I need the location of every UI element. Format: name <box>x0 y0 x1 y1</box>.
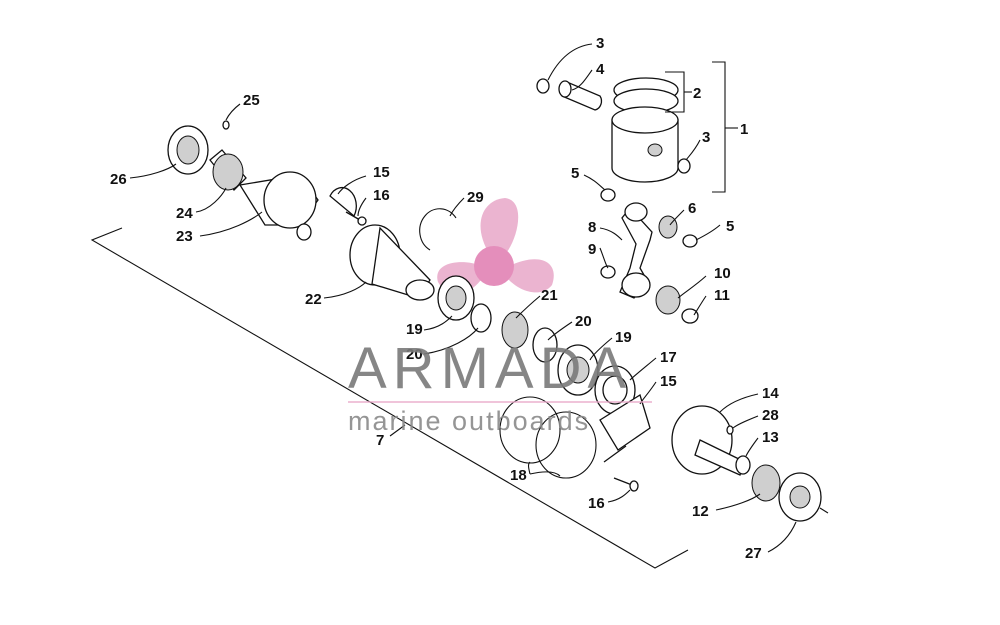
callout-16: 16 <box>373 187 390 204</box>
callout-28: 28 <box>762 407 779 424</box>
callout-5: 5 <box>726 218 734 235</box>
callout-12: 12 <box>692 503 709 520</box>
callouts: 3 4 2 1 3 5 6 5 8 9 10 11 25 26 24 23 15… <box>110 35 779 562</box>
dowel-pin-28 <box>726 425 734 435</box>
big-end-bearing <box>655 285 681 315</box>
washer-20-right <box>532 327 558 363</box>
brand-tagline: marine outboards <box>348 406 590 436</box>
leader-lines <box>129 43 797 553</box>
washer-lower-right <box>681 308 699 324</box>
callout-2: 2 <box>693 85 701 102</box>
callout-21: 21 <box>541 287 558 304</box>
crank-bearing-left <box>329 187 357 218</box>
piston-assembly <box>536 61 738 193</box>
circlip-top <box>536 78 550 94</box>
labyrinth-seal <box>501 311 529 349</box>
thrust-washer-right <box>682 234 698 248</box>
brand-watermark: ARMADA marine outboards <box>348 336 652 436</box>
right-crankshaft-half <box>599 393 829 522</box>
dowel-pin-left <box>222 120 230 130</box>
callout-29: 29 <box>467 189 484 206</box>
brand-name: ARMADA <box>348 336 632 401</box>
callout-19: 19 <box>615 329 632 346</box>
callout-17: 17 <box>660 349 677 366</box>
callout-3: 3 <box>596 35 604 52</box>
retaining-ring-29 <box>419 208 457 251</box>
callout-7: 7 <box>376 432 384 449</box>
thrust-washer-upper <box>600 188 616 202</box>
retaining-rings-18 <box>499 396 597 479</box>
crank-bearing-right <box>599 393 651 451</box>
callout-18: 18 <box>510 467 527 484</box>
callout-22: 22 <box>305 291 322 308</box>
crank-pin-22 <box>405 279 435 301</box>
callout-8: 8 <box>588 219 596 236</box>
callout-24: 24 <box>176 205 193 222</box>
callout-15: 15 <box>660 373 677 390</box>
callout-9: 9 <box>588 241 596 258</box>
callout-3: 3 <box>702 129 710 146</box>
assembly-7-bracket <box>90 227 689 569</box>
circlip-side <box>677 158 691 174</box>
callout-5: 5 <box>571 165 579 182</box>
washer-lower-left <box>600 265 616 279</box>
connecting-rod-group <box>600 188 699 324</box>
callout-25: 25 <box>243 92 260 109</box>
piston <box>611 119 679 183</box>
callout-20: 20 <box>575 313 592 330</box>
callout-26: 26 <box>110 171 127 188</box>
callout-10: 10 <box>714 265 731 282</box>
washer-20-left <box>470 303 492 333</box>
screw-right-line <box>603 445 627 463</box>
callout-6: 6 <box>688 200 696 217</box>
snap-ring-13 <box>735 455 751 475</box>
callout-20: 20 <box>406 346 423 363</box>
left-crankshaft-half <box>167 120 367 241</box>
callout-1: 1 <box>740 121 748 138</box>
callout-11: 11 <box>714 287 730 304</box>
screw-right <box>613 477 633 486</box>
callout-16: 16 <box>588 495 605 512</box>
screw-left <box>345 211 361 221</box>
bearing-12 <box>751 464 781 502</box>
callout-27: 27 <box>745 545 762 562</box>
middle-crankshaft <box>349 208 636 415</box>
callout-14: 14 <box>762 385 779 402</box>
callout-23: 23 <box>176 228 193 245</box>
callout-4: 4 <box>596 61 605 78</box>
callout-13: 13 <box>762 429 779 446</box>
callout-19: 19 <box>406 321 423 338</box>
callout-15: 15 <box>373 164 390 181</box>
